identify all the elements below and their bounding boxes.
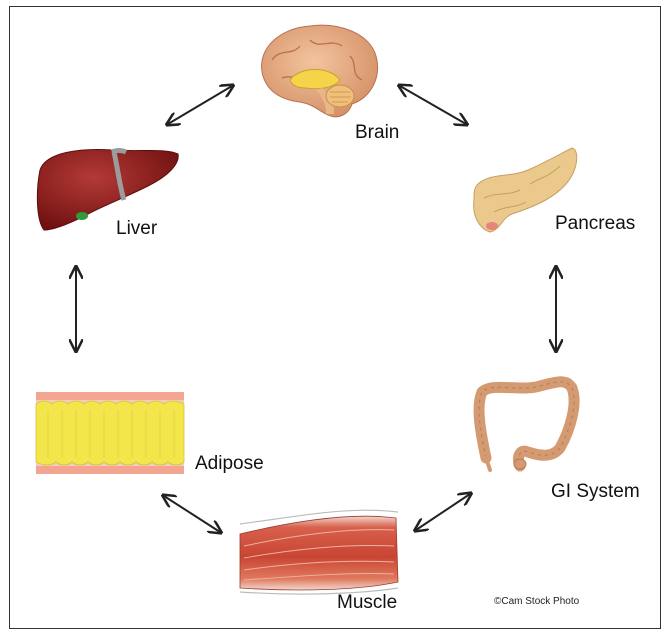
muscle-image — [240, 510, 398, 594]
arrow-liver-brain — [168, 86, 232, 124]
brain-label: Brain — [355, 122, 399, 144]
photo-credit: ©Cam Stock Photo — [494, 596, 579, 607]
arrow-adipose-muscle — [164, 496, 220, 532]
gi-system-image — [479, 382, 574, 470]
muscle-label: Muscle — [337, 592, 397, 614]
gi-system-label: GI System — [551, 481, 640, 503]
arrow-brain-pancreas — [400, 86, 466, 124]
adipose-image — [36, 392, 184, 474]
adipose-label: Adipose — [195, 453, 264, 475]
liver-label: Liver — [116, 218, 157, 240]
arrow-muscle-gi — [416, 494, 470, 530]
brain-image — [262, 25, 378, 117]
pancreas-label: Pancreas — [555, 213, 635, 235]
